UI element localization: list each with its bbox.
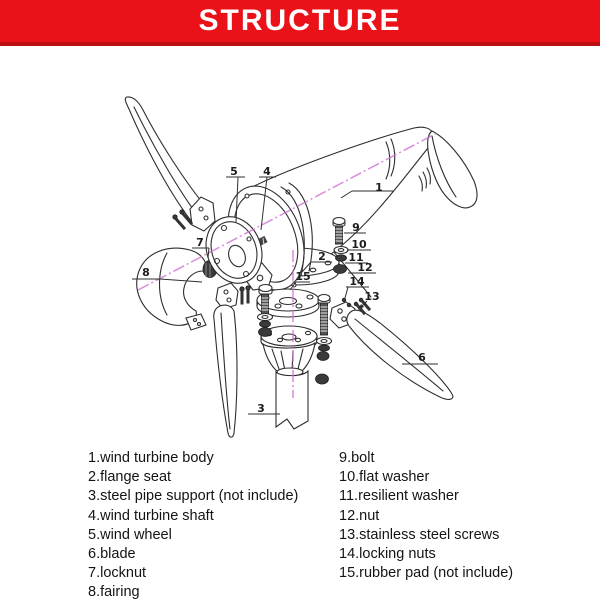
callout-3: 3: [257, 402, 265, 415]
legend-item: 4.wind turbine shaft: [88, 507, 214, 524]
parts-legend: 1.wind turbine body 2.flange seat 3.steel …: [0, 449, 600, 600]
legend-item: 10.flat washer: [339, 469, 430, 486]
blade-screws-lower: [239, 285, 251, 305]
fairing: [136, 247, 207, 331]
legend-item: 5.wind wheel: [88, 526, 172, 543]
legend-item: 8.fairing: [88, 584, 140, 601]
callout-15: 15: [295, 270, 310, 283]
legend-item: 14.locking nuts: [339, 546, 436, 563]
banner-title: STRUCTURE: [198, 4, 402, 37]
axis-centerlines: [137, 132, 438, 398]
legend-item: 12.nut: [339, 507, 380, 524]
legend-left-column: 1.wind turbine body 2.flange seat 3.steel …: [88, 449, 298, 603]
callout-5: 5: [230, 165, 238, 178]
blade-lower-center: [213, 282, 239, 438]
steel-pipe-support: [275, 369, 309, 430]
funnel-flange: [260, 325, 318, 377]
blade-upper-left: [124, 96, 216, 232]
legend-item: 3.steel pipe support (not include): [88, 488, 299, 505]
legend-item: 11.resilient washer: [339, 488, 459, 505]
bolt-right-upper: [332, 216, 349, 274]
legend-item: 2.flange seat: [88, 469, 172, 486]
callout-13: 13: [364, 290, 379, 303]
title-banner: STRUCTURE: [0, 0, 600, 46]
bolt-right-lower: [315, 293, 333, 385]
callout-2: 2: [318, 250, 326, 263]
callout-9: 9: [352, 221, 360, 234]
legend-item: 13.stainless steel screws: [339, 526, 500, 543]
legend-item: 1.wind turbine body: [88, 450, 214, 466]
callout-7: 7: [196, 236, 204, 249]
tail-fin: [385, 130, 478, 209]
callout-4: 4: [263, 165, 271, 178]
blade-right: [329, 301, 454, 400]
callout-6: 6: [418, 351, 426, 364]
callout-12: 12: [357, 261, 372, 274]
legend-item: 9.bolt: [339, 450, 375, 466]
bolt-left: [256, 283, 274, 337]
callout-14: 14: [349, 275, 365, 288]
callout-1: 1: [375, 181, 383, 194]
stainless-steel-screws: [353, 297, 372, 316]
legend-item: 15.rubber pad (not include): [339, 565, 514, 582]
blade-screws-upper: [172, 209, 194, 231]
legend-item: 7.locknut: [88, 565, 147, 582]
locking-nuts: [341, 297, 352, 308]
callout-10: 10: [351, 238, 367, 251]
legend-right-column: 9.bolt 10.flat washer 11.resilient washer 1…: [339, 449, 513, 583]
wind-wheel-hub: [205, 216, 273, 291]
callout-8: 8: [142, 266, 150, 279]
legend-item: 6.blade: [88, 546, 136, 563]
callout-11: 11: [348, 251, 363, 264]
leader-lines: [132, 176, 438, 415]
